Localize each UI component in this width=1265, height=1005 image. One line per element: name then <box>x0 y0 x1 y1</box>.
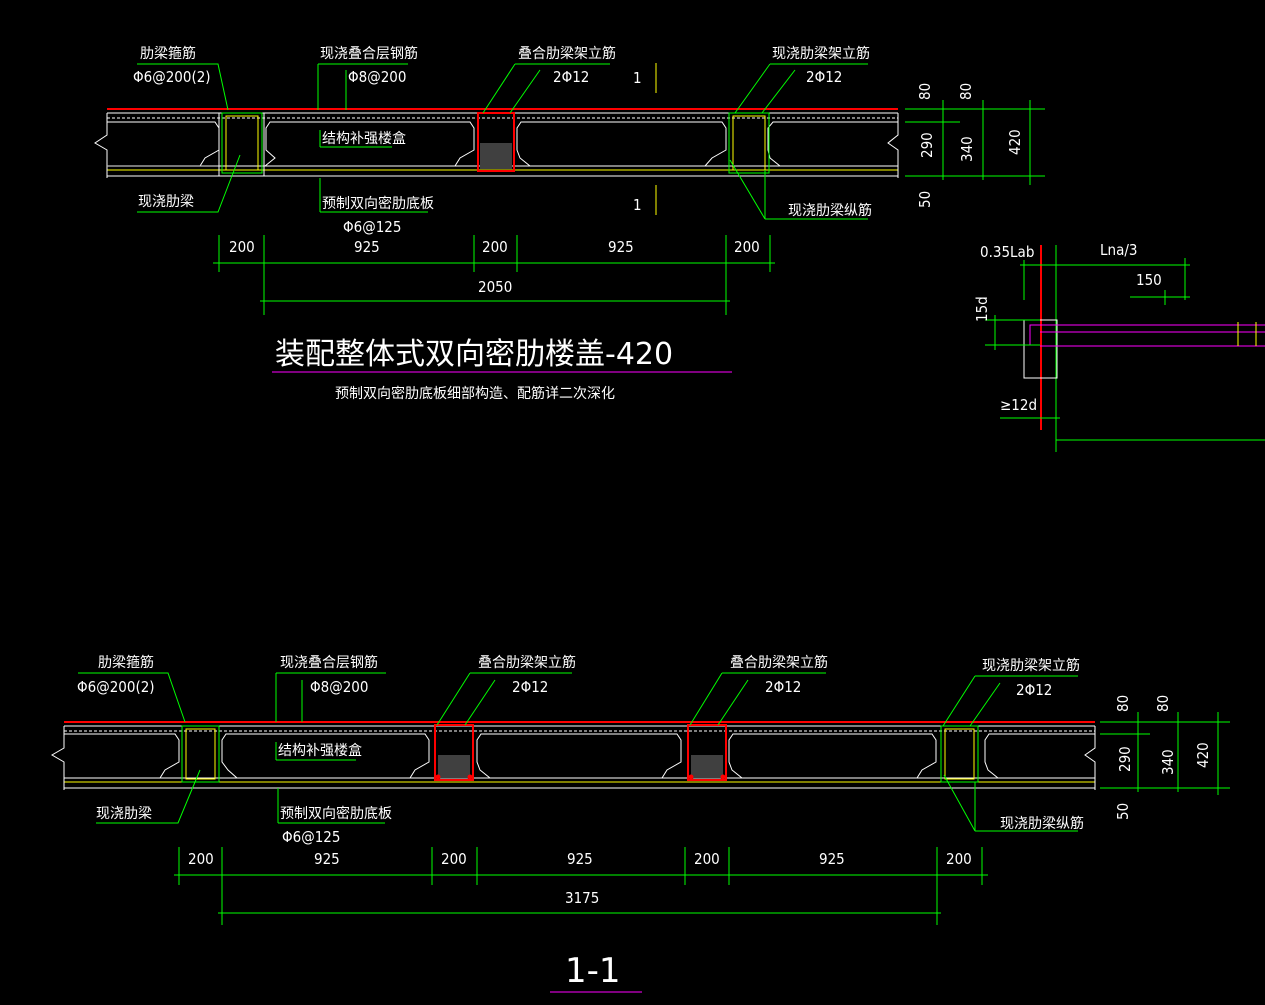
filler-box-3 <box>516 121 727 167</box>
svg-text:340: 340 <box>958 136 976 162</box>
label-cast-overlay-rebar-spec: Φ8@200 <box>348 68 406 86</box>
dim-vertical-1: 80 80 290 340 420 50 <box>905 83 1045 208</box>
label2-composite-frame-bar-1: 叠合肋梁架立筋 <box>478 654 576 671</box>
label2-cast-long-bar: 现浇肋梁纵筋 <box>1000 815 1084 832</box>
svg-text:80: 80 <box>916 83 934 100</box>
label2-precast-bottom-plate: 预制双向密肋底板 <box>280 805 392 822</box>
anchorage-detail: 0.35Lab Lna/3 150 15d ≥12d <box>973 241 1265 452</box>
label-rib-stirrup-spec: Φ6@200(2) <box>133 68 211 86</box>
label2-composite-frame-bar-1-spec: 2Φ12 <box>512 678 548 696</box>
drawing2-title: 1-1 <box>565 951 621 991</box>
drawing2: 肋梁箍筋 Φ6@200(2) 现浇叠合层钢筋 Φ8@200 叠合肋梁架立筋 2Φ… <box>51 654 1230 993</box>
svg-text:3175: 3175 <box>565 889 599 907</box>
svg-text:290: 290 <box>1116 746 1134 772</box>
svg-text:1: 1 <box>633 196 642 214</box>
label-structural-box: 结构补强楼盒 <box>322 130 406 147</box>
svg-text:200: 200 <box>482 238 508 256</box>
label-rib-stirrup: 肋梁箍筋 <box>140 45 196 62</box>
label2-precast-bottom-plate-spec: Φ6@125 <box>282 828 340 846</box>
svg-text:420: 420 <box>1194 742 1212 768</box>
dim-chain-1: 200 925 200 925 200 2050 <box>213 235 775 315</box>
svg-text:2050: 2050 <box>478 278 512 296</box>
svg-text:925: 925 <box>354 238 380 256</box>
svg-text:200: 200 <box>946 850 972 868</box>
leaders-1 <box>137 63 868 220</box>
svg-text:925: 925 <box>567 850 593 868</box>
label2-composite-frame-bar-2: 叠合肋梁架立筋 <box>730 654 828 671</box>
label-precast-bottom-plate: 预制双向密肋底板 <box>322 195 434 212</box>
label2-cast-frame-bar-spec: 2Φ12 <box>1016 681 1052 699</box>
svg-text:200: 200 <box>734 238 760 256</box>
cast-rib-3 <box>181 725 220 783</box>
filler-box-1 <box>107 121 220 167</box>
cast-rib-1 <box>218 112 265 176</box>
label2-cast-frame-bar: 现浇肋梁架立筋 <box>982 657 1080 674</box>
label2-rib-stirrup: 肋梁箍筋 <box>98 654 154 671</box>
label-precast-bottom-plate-spec: Φ6@125 <box>343 218 401 236</box>
svg-text:1: 1 <box>633 69 642 87</box>
svg-text:200: 200 <box>229 238 255 256</box>
svg-text:200: 200 <box>188 850 214 868</box>
label-composite-frame-bar: 叠合肋梁架立筋 <box>518 45 616 62</box>
label2-cast-rib-beam: 现浇肋梁 <box>96 806 152 822</box>
label-composite-frame-bar-spec: 2Φ12 <box>553 68 589 86</box>
svg-text:925: 925 <box>314 850 340 868</box>
svg-text:925: 925 <box>819 850 845 868</box>
svg-text:420: 420 <box>1006 129 1024 155</box>
drawing1-title: 装配整体式双向密肋楼盖-420 <box>275 337 673 372</box>
composite-rib-2 <box>434 724 474 781</box>
cast-rib-4 <box>940 725 979 783</box>
label-cast-frame-bar: 现浇肋梁架立筋 <box>772 45 870 62</box>
drawing1: 肋梁箍筋 Φ6@200(2) 现浇叠合层钢筋 Φ8@200 叠合肋梁架立筋 2Φ… <box>94 45 1045 402</box>
svg-text:80: 80 <box>1114 695 1132 712</box>
cast-rib-2 <box>728 112 770 174</box>
label-cast-frame-bar-spec: 2Φ12 <box>806 68 842 86</box>
dim-vertical-2: 80 80 290 340 420 50 <box>1100 695 1230 820</box>
svg-text:925: 925 <box>608 238 634 256</box>
svg-text:50: 50 <box>916 191 934 208</box>
svg-text:150: 150 <box>1136 271 1162 289</box>
svg-text:200: 200 <box>441 850 467 868</box>
section-mark-1: 1 1 <box>633 63 657 215</box>
composite-rib-1 <box>477 112 515 172</box>
svg-text:290: 290 <box>918 132 936 158</box>
dim-chain-2: 200 925 200 925 200 925 200 3175 <box>174 847 988 925</box>
filler-box-4 <box>767 121 898 167</box>
svg-text:80: 80 <box>957 83 975 100</box>
label2-cast-overlay-rebar-spec: Φ8@200 <box>310 678 368 696</box>
label-cast-overlay-rebar: 现浇叠合层钢筋 <box>320 45 418 62</box>
label2-rib-stirrup-spec: Φ6@200(2) <box>77 678 155 696</box>
label2-structural-box: 结构补强楼盒 <box>278 742 362 759</box>
leaders-2 <box>78 672 1078 832</box>
svg-text:80: 80 <box>1154 695 1172 712</box>
svg-text:Lna/3: Lna/3 <box>1100 241 1137 259</box>
svg-text:15d: 15d <box>973 296 991 322</box>
svg-text:≥12d: ≥12d <box>1000 396 1037 414</box>
composite-rib-3 <box>687 724 727 781</box>
label-cast-rib-beam: 现浇肋梁 <box>138 194 194 210</box>
svg-text:200: 200 <box>694 850 720 868</box>
filler-box-2 <box>264 121 475 167</box>
label2-cast-overlay-rebar: 现浇叠合层钢筋 <box>280 654 378 671</box>
label-cast-long-bar: 现浇肋梁纵筋 <box>788 202 872 219</box>
svg-text:0.35Lab: 0.35Lab <box>980 243 1034 261</box>
svg-text:340: 340 <box>1159 749 1177 775</box>
svg-text:50: 50 <box>1114 803 1132 820</box>
drawing1-subtitle: 预制双向密肋底板细部构造、配筋详二次深化 <box>335 385 615 402</box>
label2-composite-frame-bar-2-spec: 2Φ12 <box>765 678 801 696</box>
